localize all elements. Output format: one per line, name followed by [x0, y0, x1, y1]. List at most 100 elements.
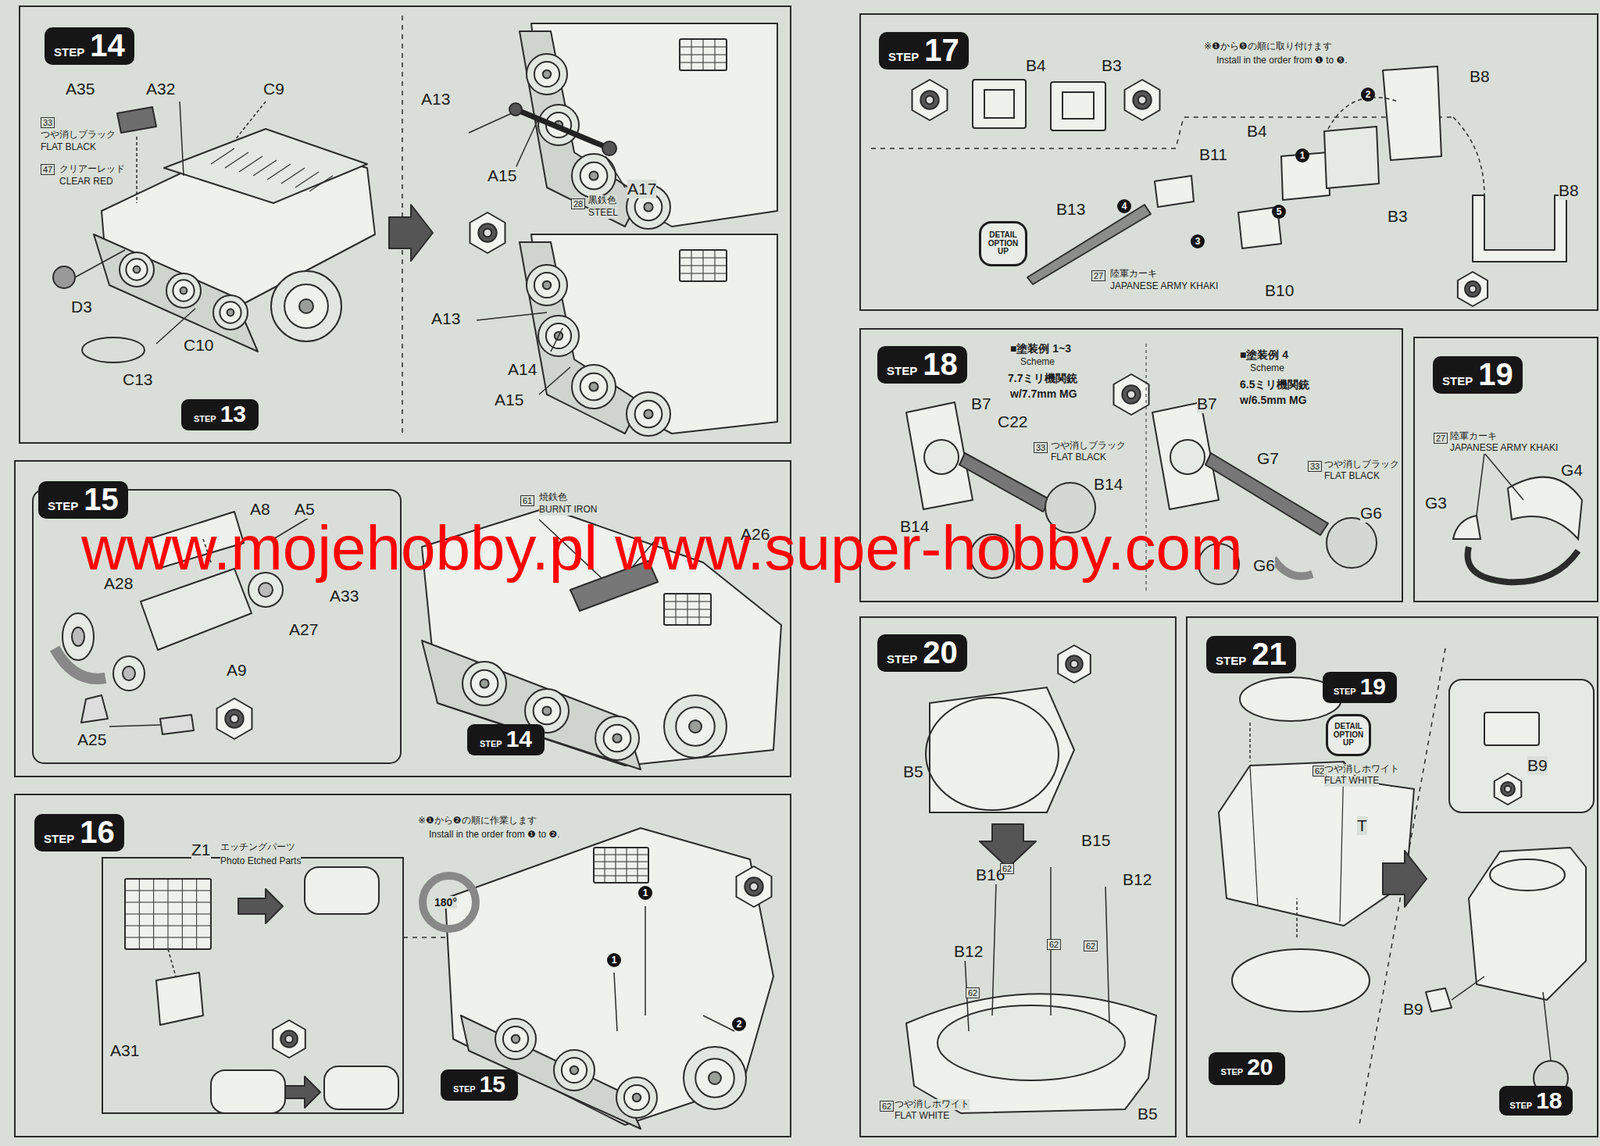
road-wheel	[213, 295, 248, 330]
part-number: A8	[250, 500, 271, 519]
step-number: 17	[924, 34, 960, 66]
paint-note: FLAT BLACK	[40, 142, 97, 154]
paint-code: 61	[520, 495, 535, 507]
grille	[679, 39, 727, 71]
part-ring	[258, 582, 273, 597]
part-number: G3	[1425, 493, 1447, 513]
hull	[445, 828, 774, 1125]
grille	[714, 250, 716, 282]
leader-line	[109, 725, 161, 727]
detail-badge: DETAIL OPTION UP	[978, 221, 1028, 267]
leader-line	[1105, 886, 1110, 1024]
road-wheel	[664, 695, 727, 758]
flow-arrow	[1382, 850, 1427, 908]
paint-code: 33	[1307, 460, 1322, 472]
tool-icon	[1125, 79, 1161, 121]
paint-note: CLEAR RED	[59, 176, 114, 188]
grille	[593, 847, 649, 883]
grille	[604, 847, 606, 883]
step-word: STEP	[47, 499, 79, 513]
tow-bar	[602, 141, 617, 156]
road-wheel	[689, 720, 702, 733]
grille	[699, 593, 700, 625]
grille	[679, 265, 727, 267]
part-number: B9	[1527, 756, 1548, 775]
grille	[593, 861, 649, 863]
road-wheel	[570, 1066, 579, 1075]
order-number: 4	[1117, 199, 1132, 214]
grille	[664, 593, 711, 625]
road-wheel	[534, 272, 560, 298]
part-number: B13	[1056, 200, 1086, 219]
cupola-part	[1453, 515, 1481, 540]
tool-icon	[285, 1035, 293, 1043]
road-wheel	[635, 400, 663, 429]
part-number: B3	[1101, 56, 1122, 75]
turret-body	[1218, 761, 1415, 926]
badge-text: DETAIL OPTION UP	[985, 231, 1022, 257]
paint-note: Scheme	[1250, 363, 1285, 375]
paint-note: FLAT BLACK	[1324, 471, 1380, 483]
grille	[679, 273, 727, 275]
step-reference: STEP19	[1322, 671, 1397, 704]
ball-mount	[1326, 517, 1377, 568]
part-number: B8	[1469, 67, 1490, 86]
scheme-note: 6.5ミリ機関銃	[1239, 378, 1310, 391]
leader-line	[1296, 898, 1298, 938]
tool-icon	[1469, 285, 1477, 293]
tool-icon	[1504, 785, 1511, 793]
road-wheel	[503, 1026, 529, 1052]
leader-line	[1476, 453, 1485, 516]
grille	[125, 878, 211, 950]
road-wheel	[708, 1071, 722, 1085]
grille	[239, 156, 263, 172]
step-number: 21	[1251, 638, 1287, 670]
tool-icon	[478, 223, 497, 242]
step-number: 18	[922, 348, 958, 380]
grille	[593, 875, 649, 877]
paint-note: 黒鉄色	[588, 195, 617, 207]
mg-barrel	[959, 453, 1051, 512]
paint-note: FLAT WHITE	[894, 1110, 950, 1122]
track	[519, 242, 641, 434]
road-wheel	[534, 61, 560, 87]
paint-note: Install in the order from ❶ to ❺.	[1216, 55, 1348, 67]
step-reference: STEP14	[467, 724, 545, 756]
road-wheel	[643, 409, 653, 418]
leader-line	[703, 1015, 735, 1032]
part-number: B5	[903, 762, 924, 782]
leader-line	[644, 906, 647, 1016]
tool-icon	[272, 1020, 306, 1058]
paint-note: 陸軍カーキ	[1110, 268, 1158, 280]
paint-note: FLAT WHITE	[1324, 775, 1379, 787]
sub-panel	[102, 857, 404, 1114]
step-badge: STEP 17	[878, 32, 969, 70]
part-number: D3	[71, 297, 93, 317]
paint-note: Scheme	[1020, 357, 1055, 368]
road-wheel	[299, 299, 314, 314]
scheme-note: w/7.7mm MG	[1010, 387, 1078, 400]
step-word: STEP	[888, 50, 919, 64]
road-wheel	[632, 1093, 641, 1102]
grille	[714, 39, 716, 71]
tool-icon	[736, 866, 772, 908]
tool-icon	[1464, 281, 1481, 297]
grille	[679, 250, 727, 282]
step-badge: STEP19	[1432, 356, 1523, 394]
road-wheel	[675, 707, 715, 747]
step-number: 20	[1246, 1053, 1273, 1080]
part-number: A27	[289, 620, 318, 640]
tool-icon	[1057, 645, 1091, 683]
road-wheel	[542, 70, 551, 79]
road-wheel	[624, 1085, 650, 1111]
road-wheel	[119, 252, 154, 287]
road-wheel	[526, 53, 568, 95]
turret-base	[937, 1005, 1125, 1081]
cone-part	[81, 695, 108, 723]
road-wheel	[495, 1018, 536, 1060]
paint-note: JAPANESE ARMY KHAKI	[1110, 281, 1218, 293]
part-number: C22	[997, 412, 1029, 432]
scheme-note: 180°	[434, 896, 458, 909]
grille	[267, 164, 291, 180]
part-number: A32	[146, 79, 175, 99]
